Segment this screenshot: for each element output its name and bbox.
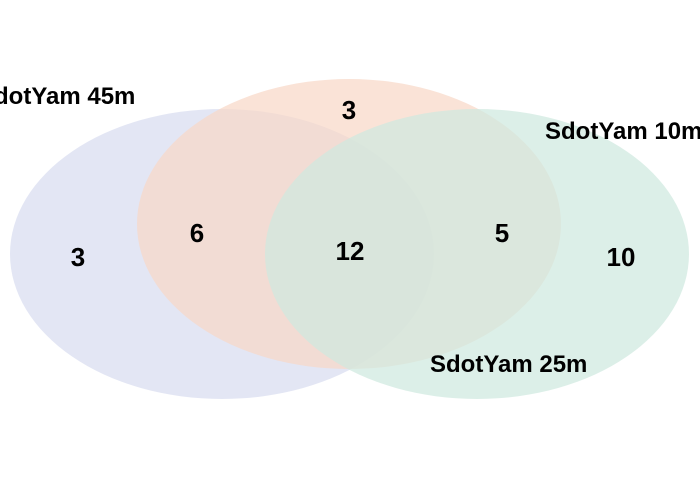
count-left-only: 3 bbox=[71, 242, 85, 272]
count-top-right: 5 bbox=[495, 218, 509, 248]
set-label-left: SdotYam 45m bbox=[0, 83, 135, 110]
set-ellipses bbox=[10, 79, 689, 399]
set-labels: SdotYam 45m SdotYam 10m SdotYam 25m bbox=[0, 83, 700, 378]
set-right-ellipse bbox=[265, 109, 689, 399]
count-right-only: 10 bbox=[607, 242, 636, 272]
count-top-only: 3 bbox=[342, 95, 356, 125]
set-label-bottom-right: SdotYam 25m bbox=[430, 351, 587, 378]
count-all-three: 12 bbox=[336, 236, 365, 266]
region-counts: 3 3 10 6 5 12 bbox=[71, 95, 636, 272]
count-left-top: 6 bbox=[190, 218, 204, 248]
set-label-right: SdotYam 10m bbox=[545, 118, 700, 145]
